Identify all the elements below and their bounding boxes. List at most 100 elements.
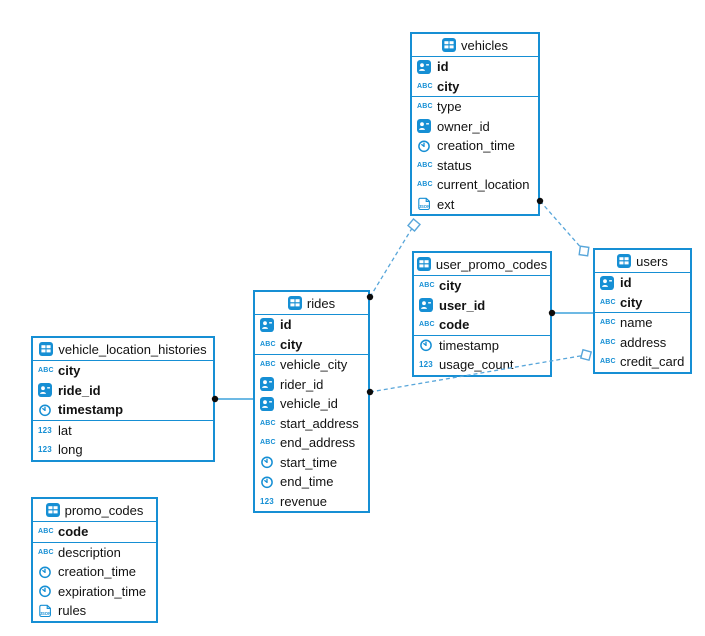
table-title: promo_codes [64,502,144,518]
field-name: rules [58,603,87,619]
field-row-id[interactable]: id [412,57,538,77]
field-row-expiration_time[interactable]: expiration_time [33,582,156,602]
field-row-id[interactable]: id [255,315,368,335]
field-name: code [58,524,89,540]
numeric-123-icon: 123 [38,445,58,454]
table-title: rides [306,295,336,311]
svg-text:JSON: JSON [419,204,430,209]
field-row-user_id[interactable]: user_id [414,296,550,316]
field-name: credit_card [620,354,685,370]
field-name: id [437,59,449,75]
field-name: end_address [280,435,356,451]
clock-icon [38,565,58,579]
abc-text-icon: ABC [417,162,437,169]
abc-text-icon: ABC [260,420,280,427]
field-name: creation_time [437,138,516,154]
table-icon [45,503,60,517]
field-name: end_time [280,474,334,490]
field-row-owner_id[interactable]: owner_id [412,117,538,137]
abc-text-icon: ABC [38,549,58,556]
cardinality-square-marker [578,245,590,257]
abc-glyph: ABC [417,181,433,189]
numeric-123-icon: 123 [38,426,58,435]
field-name: lat [58,422,72,438]
table-header[interactable]: promo_codes [33,499,156,522]
field-name: timestamp [439,337,499,353]
abc-glyph: ABC [600,358,616,366]
field-row-credit_card[interactable]: ABC credit_card [595,352,690,372]
field-row-end_time[interactable]: end_time [255,472,368,492]
field-name: usage_count [439,357,514,373]
field-row-timestamp[interactable]: timestamp [414,336,550,356]
table-header[interactable]: users [595,250,690,273]
field-row-start_time[interactable]: start_time [255,453,368,473]
abc-text-icon: ABC [260,341,280,348]
table-header[interactable]: vehicles [412,34,538,57]
clock-icon [38,584,58,598]
field-row-rider_id[interactable]: rider_id [255,375,368,395]
cardinality-square-marker [407,218,421,232]
table-header[interactable]: rides [255,292,368,315]
table-title: users [636,253,668,269]
field-row-current_location[interactable]: ABC current_location [412,175,538,195]
field-name: code [439,317,470,333]
abc-text-icon: ABC [38,367,58,374]
field-name: current_location [437,177,530,193]
abc-glyph: ABC [260,361,276,369]
table-title: vehicle_location_histories [58,341,207,357]
field-row-timestamp[interactable]: timestamp [33,400,213,420]
field-row-end_address[interactable]: ABC end_address [255,433,368,453]
field-name: id [620,275,632,291]
field-name: name [620,315,653,331]
abc-glyph: ABC [260,439,276,447]
id-badge-icon [419,298,439,313]
field-row-vehicle_id[interactable]: vehicle_id [255,394,368,414]
field-name: city [439,278,462,294]
field-row-creation_time[interactable]: creation_time [33,562,156,582]
table-header[interactable]: vehicle_location_histories [33,338,213,361]
field-name: ride_id [58,382,101,398]
relationship-line [369,224,415,298]
field-row-id[interactable]: id [595,273,690,293]
field-row-creation_time[interactable]: creation_time [412,136,538,156]
clock-icon [260,475,280,489]
field-row-ride_id[interactable]: ride_id [33,381,213,401]
field-name: creation_time [58,564,137,580]
table-icon [39,342,54,356]
relationship-line [539,200,585,252]
table-header[interactable]: user_promo_codes [414,253,550,276]
table-icon [442,38,457,52]
field-name: description [58,544,121,560]
field-name: long [58,442,83,458]
